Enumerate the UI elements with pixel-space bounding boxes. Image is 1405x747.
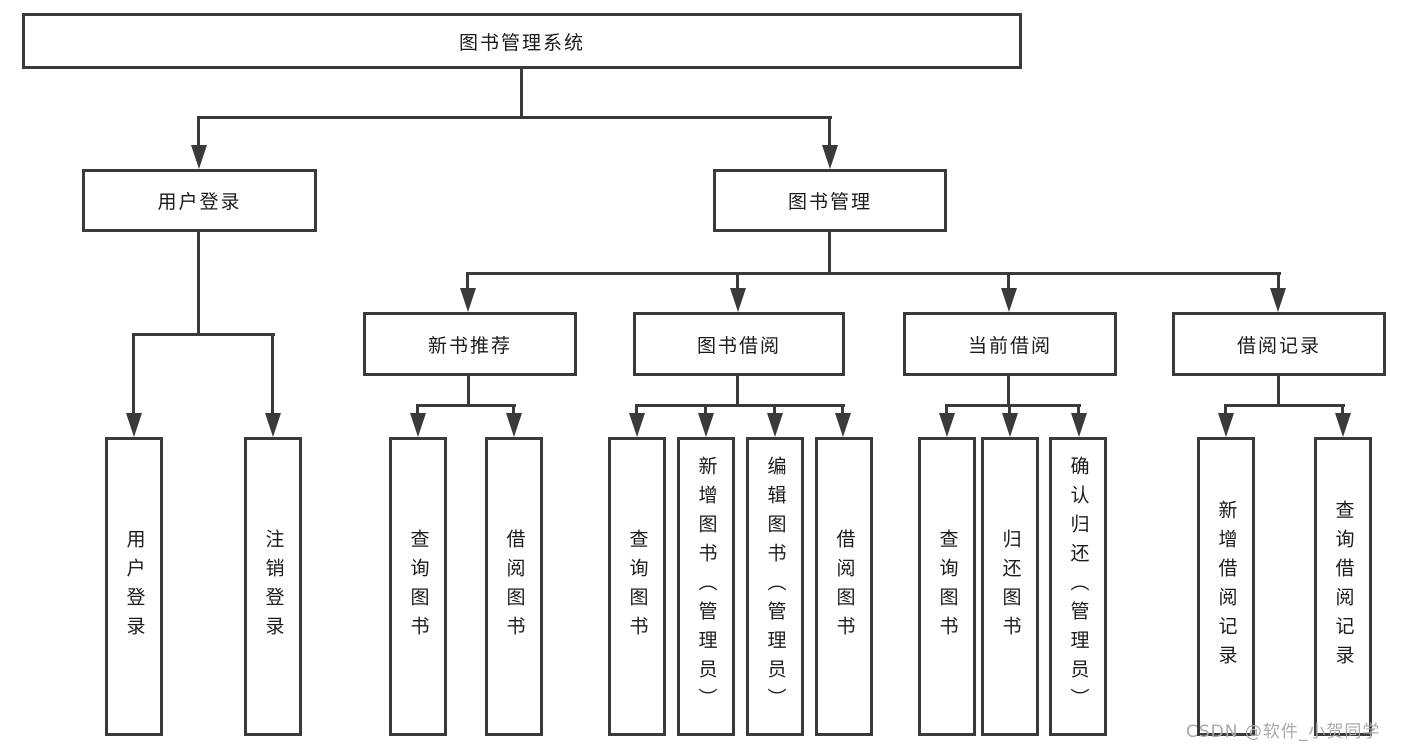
leaf-query-books-2: 查询图书 [608, 437, 666, 736]
connector-line [1224, 404, 1227, 416]
leaf-user-login: 用户登录 [105, 437, 163, 736]
arrowhead-down-icon [460, 288, 476, 312]
arrowhead-down-icon [629, 413, 645, 437]
leaf-edit-books-admin: 编辑图书（管理员） [746, 437, 804, 736]
node-new-book-recommend: 新书推荐 [363, 312, 577, 376]
node-label: 图书管理系统 [458, 31, 585, 54]
leaf-label: 查询图书 [936, 528, 959, 645]
leaf-label: 借阅图书 [503, 528, 526, 645]
node-label: 借阅记录 [1236, 334, 1321, 357]
connector-line [828, 232, 831, 275]
leaf-add-books-admin: 新增图书（管理员） [677, 437, 735, 736]
leaf-label: 归还图书 [999, 528, 1022, 645]
arrowhead-down-icon [265, 413, 281, 437]
connector-line [466, 272, 469, 292]
arrowhead-down-icon [1001, 288, 1017, 312]
connector-line [841, 404, 844, 416]
connector-line [132, 333, 135, 416]
connector-line [466, 272, 1281, 275]
node-label: 新书推荐 [427, 334, 512, 357]
connector-line [416, 404, 516, 407]
leaf-borrow-books-2: 借阅图书 [815, 437, 873, 736]
connector-line [197, 232, 200, 336]
connector-line [945, 404, 1081, 407]
connector-line [520, 69, 523, 119]
node-label: 当前借阅 [967, 334, 1052, 357]
connector-line [1341, 404, 1344, 416]
connector-line [704, 404, 707, 416]
arrowhead-down-icon [730, 288, 746, 312]
connector-line [132, 333, 275, 336]
connector-line [736, 272, 739, 292]
leaf-query-books-3: 查询图书 [918, 437, 976, 736]
connector-line [271, 333, 274, 416]
arrowhead-down-icon [506, 413, 522, 437]
connector-line [1008, 404, 1011, 416]
leaf-label: 借阅图书 [833, 528, 856, 645]
connector-line [1007, 272, 1010, 292]
connector-line [1007, 376, 1010, 407]
connector-line [197, 116, 200, 148]
connector-line [1224, 404, 1345, 407]
node-borrow-records: 借阅记录 [1172, 312, 1386, 376]
csdn-watermark: CSDN @软件_小贺同学 [1186, 722, 1381, 742]
leaf-confirm-return-admin: 确认归还（管理员） [1049, 437, 1107, 736]
connector-line [945, 404, 948, 416]
arrowhead-down-icon [939, 413, 955, 437]
leaf-label: 编辑图书（管理员） [764, 456, 787, 717]
node-user-login: 用户登录 [82, 169, 317, 232]
connector-line [1277, 272, 1280, 292]
node-book-management: 图书管理 [713, 169, 947, 232]
leaf-label: 注销登录 [262, 528, 285, 645]
connector-line [197, 116, 832, 119]
connector-line [635, 404, 845, 407]
leaf-label: 查询图书 [407, 528, 430, 645]
arrowhead-down-icon [410, 413, 426, 437]
leaf-label: 用户登录 [123, 528, 146, 645]
node-label: 用户登录 [157, 191, 242, 213]
connector-line [1277, 376, 1280, 407]
arrowhead-down-icon [1270, 288, 1286, 312]
leaf-query-borrow-record: 查询借阅记录 [1314, 437, 1372, 736]
node-label: 图书管理 [787, 191, 872, 213]
arrowhead-down-icon [767, 413, 783, 437]
leaf-logout: 注销登录 [244, 437, 302, 736]
connector-line [828, 116, 831, 148]
arrowhead-down-icon [835, 413, 851, 437]
leaf-query-books-1: 查询图书 [389, 437, 447, 736]
arrowhead-down-icon [1218, 413, 1234, 437]
node-book-borrow: 图书借阅 [633, 312, 845, 376]
leaf-label: 新增图书（管理员） [695, 456, 718, 717]
connector-line [467, 376, 470, 407]
node-library-management-system: 图书管理系统 [22, 13, 1022, 69]
leaf-return-books: 归还图书 [981, 437, 1039, 736]
arrowhead-down-icon [822, 145, 838, 169]
arrowhead-down-icon [126, 413, 142, 437]
leaf-label: 查询图书 [626, 528, 649, 645]
arrowhead-down-icon [191, 145, 207, 169]
connector-line [736, 376, 739, 407]
leaf-add-borrow-record: 新增借阅记录 [1197, 437, 1255, 736]
connector-line [512, 404, 515, 416]
node-label: 图书借阅 [696, 334, 781, 357]
leaf-label: 确认归还（管理员） [1067, 456, 1090, 717]
connector-line [635, 404, 638, 416]
arrowhead-down-icon [1071, 413, 1087, 437]
connector-line [1077, 404, 1080, 416]
arrowhead-down-icon [698, 413, 714, 437]
leaf-label: 查询借阅记录 [1332, 499, 1355, 674]
arrowhead-down-icon [1002, 413, 1018, 437]
leaf-borrow-books-1: 借阅图书 [485, 437, 543, 736]
leaf-label: 新增借阅记录 [1215, 499, 1238, 674]
connector-line [773, 404, 776, 416]
connector-line [416, 404, 419, 416]
node-current-borrow: 当前借阅 [903, 312, 1117, 376]
arrowhead-down-icon [1335, 413, 1351, 437]
